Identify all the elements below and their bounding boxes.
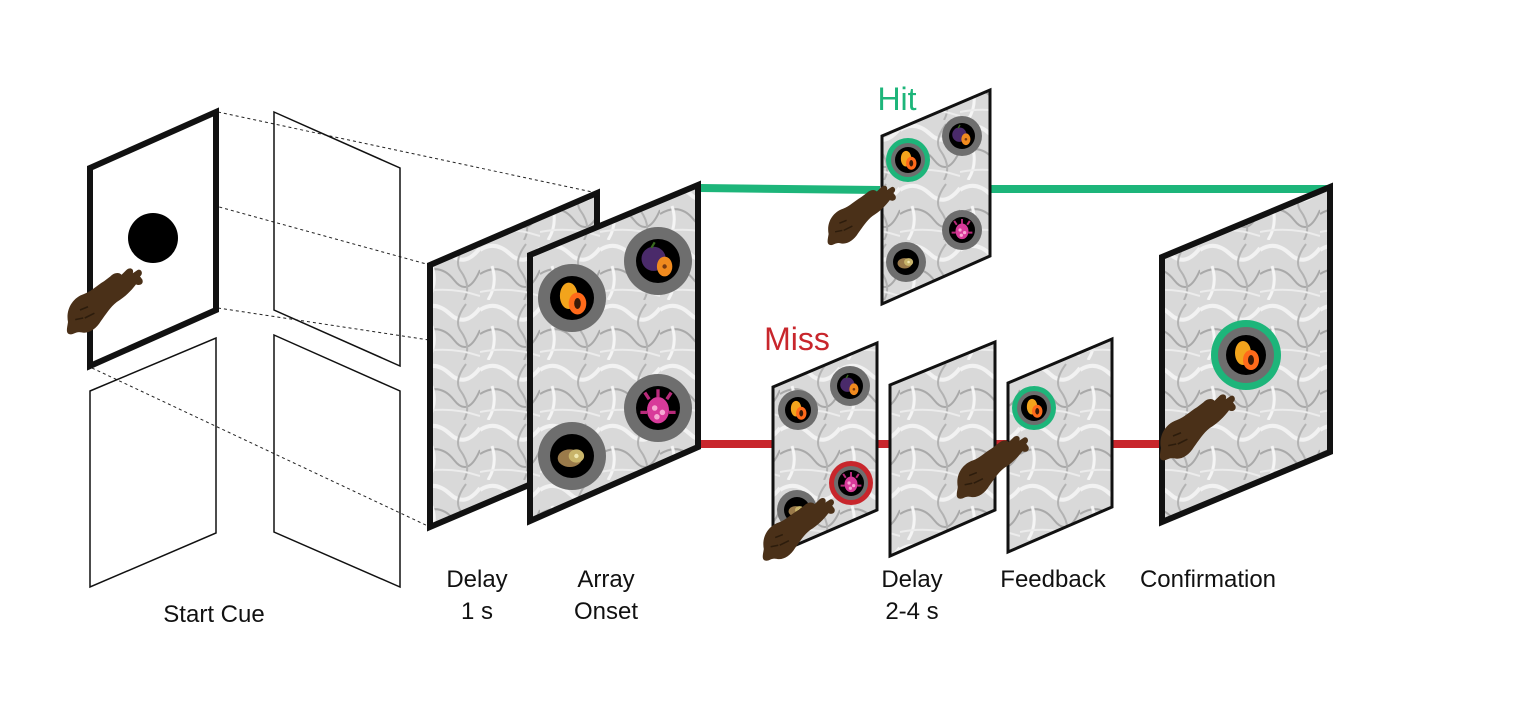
blank-screen-bottom-right [273,333,401,589]
hit-choice-screen [826,87,992,307]
feedback-label: Feedback [1000,566,1106,593]
blank-screen-bottom-left [89,336,217,589]
dragonfruit-icon [636,386,680,430]
start-cue-label: Start Cue [163,601,264,628]
miss-choice-screen [761,340,879,562]
confirmation-label: Confirmation [1140,566,1276,593]
array-onset-label-line1: Array [577,566,634,593]
hit-path-line [699,184,1330,194]
delay-1-label-line2: 1 s [461,598,493,625]
start-cue-panels [66,107,401,589]
delay-2-screen [888,339,997,559]
delay-2-label-line2: 2-4 s [885,598,938,625]
blank-screen-top-right [273,110,401,368]
projection-lines [91,111,598,528]
hit-label: Hit [877,81,916,117]
miss-label: Miss [764,321,830,357]
array-onset-screen [527,180,701,526]
confirmation-screen [1158,182,1333,527]
plum-icon [636,239,680,283]
delay-1-label-line1: Delay [446,566,507,593]
kiwi-icon [550,434,594,478]
papaya-icon [550,276,594,320]
delay-2-label-line1: Delay [881,566,942,593]
start-cue-dot [128,213,178,263]
feedback-screen [955,336,1114,555]
papaya-icon [1226,335,1266,375]
array-onset-label-line2: Onset [574,598,638,625]
